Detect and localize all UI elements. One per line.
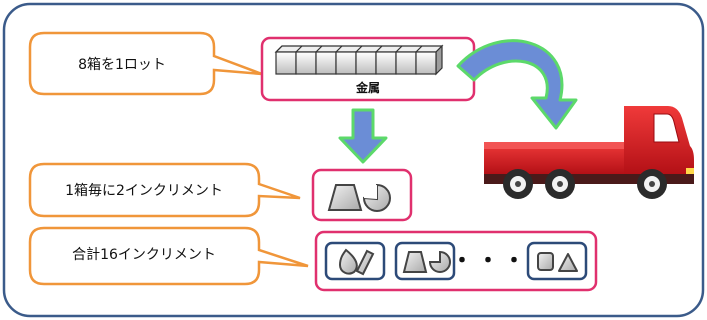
callout-per-box-text: 1箱毎に2インクリメント [65, 183, 223, 199]
metal-box [355, 51, 377, 75]
metal-boxes-icon [274, 44, 444, 76]
increment-pair-1 [324, 241, 386, 281]
per-box-increments-box [311, 168, 413, 222]
increment-pair-last [526, 241, 588, 281]
wheel-2 [545, 169, 575, 199]
triangle-icon [558, 253, 578, 272]
metal-box [415, 51, 437, 75]
slanted-bar-icon [355, 249, 375, 276]
trapezoid-icon [327, 184, 363, 211]
callout-per-box: 1箱毎に2インクリメント [28, 162, 301, 218]
drop-shape-icon [338, 248, 358, 275]
callout-lot: 8箱を1ロット [28, 31, 263, 96]
metal-box [315, 51, 337, 75]
increment-pair-2 [394, 241, 456, 281]
total-increments-box: ・・・ [314, 230, 598, 292]
metal-box [395, 51, 417, 75]
trapezoid-icon [402, 251, 428, 273]
metal-label: 金属 [355, 80, 380, 95]
metal-box [375, 51, 397, 75]
rounded-square-icon [537, 252, 554, 271]
truck-icon [484, 106, 694, 199]
curved-arrow-icon [456, 39, 578, 130]
pie-shape-icon [428, 250, 451, 273]
metal-lot-box: 金属 [260, 36, 476, 102]
down-arrow-icon [338, 108, 388, 164]
metal-box [335, 51, 357, 75]
metal-box [295, 51, 317, 75]
callout-lot-text: 8箱を1ロット [78, 57, 166, 73]
ellipsis: ・・・ [451, 249, 529, 274]
wheel-3 [637, 169, 667, 199]
callout-total: 合計16インクリメント [28, 226, 309, 286]
metal-box [275, 51, 297, 75]
wheel-1 [503, 169, 533, 199]
callout-total-text: 合計16インクリメント [72, 247, 216, 263]
